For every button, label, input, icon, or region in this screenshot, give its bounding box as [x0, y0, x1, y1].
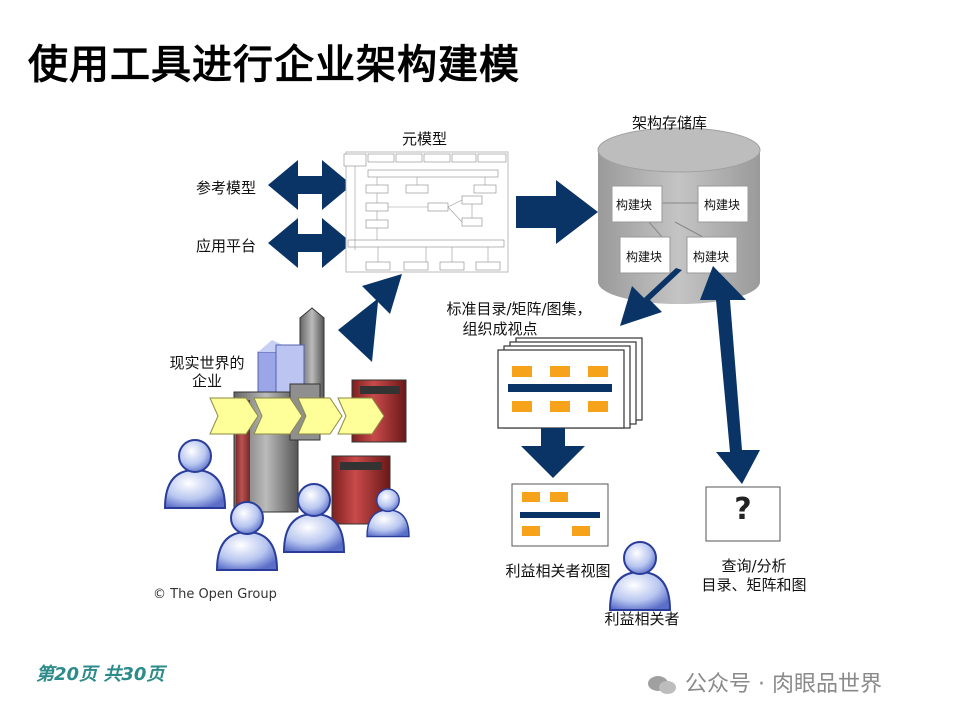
catalog-label-line2: 组织成视点 — [462, 320, 538, 338]
double-arrow-query — [700, 266, 760, 484]
real-world-label-line2: 企业 — [191, 372, 222, 390]
arrow-enterprise-to-model — [338, 274, 402, 362]
reference-model-label: 参考模型 — [196, 179, 257, 197]
query-box — [705, 486, 781, 542]
stakeholder-view-diagram — [511, 483, 609, 547]
meta-model-diagram — [343, 151, 509, 273]
watermark-text: 公众号 · 肉眼品世界 — [685, 672, 882, 697]
stacked-views — [497, 337, 643, 429]
arrow-to-stakeholder-view — [521, 428, 585, 478]
building-block-4: 构建块 — [693, 250, 730, 264]
building-block-1: 构建块 — [616, 198, 653, 212]
real-world-label-line1: 现实世界的 — [169, 354, 245, 372]
stakeholder-view-label: 利益相关者视图 — [505, 562, 611, 580]
double-arrow-platform — [268, 218, 352, 268]
double-arrow-reference — [268, 160, 352, 210]
wechat-icon — [648, 674, 678, 696]
building-block-2: 构建块 — [704, 198, 741, 212]
catalog-label-line1: 标准目录/矩阵/图集， — [446, 300, 592, 318]
stakeholder-label: 利益相关者 — [604, 610, 680, 628]
repository-label: 架构存储库 — [632, 114, 708, 132]
app-platform-label: 应用平台 — [196, 237, 257, 255]
arrow-to-catalogs — [620, 268, 682, 326]
copyright-text: © The Open Group — [153, 587, 277, 602]
enterprise-illustration — [164, 307, 410, 571]
page-number: 第20页 共30页 — [36, 664, 165, 685]
question-mark: ? — [734, 492, 752, 527]
meta-model-label: 元模型 — [402, 130, 448, 148]
building-block-3: 构建块 — [626, 250, 663, 264]
arrow-to-repository — [516, 180, 598, 244]
query-label-line2: 目录、矩阵和图 — [701, 576, 807, 594]
query-label-line1: 查询/分析 — [721, 557, 787, 575]
watermark: 公众号 · 肉眼品世界 — [648, 666, 882, 698]
repository-cylinder — [597, 127, 761, 304]
page-title: 使用工具进行企业架构建模 — [28, 42, 520, 88]
